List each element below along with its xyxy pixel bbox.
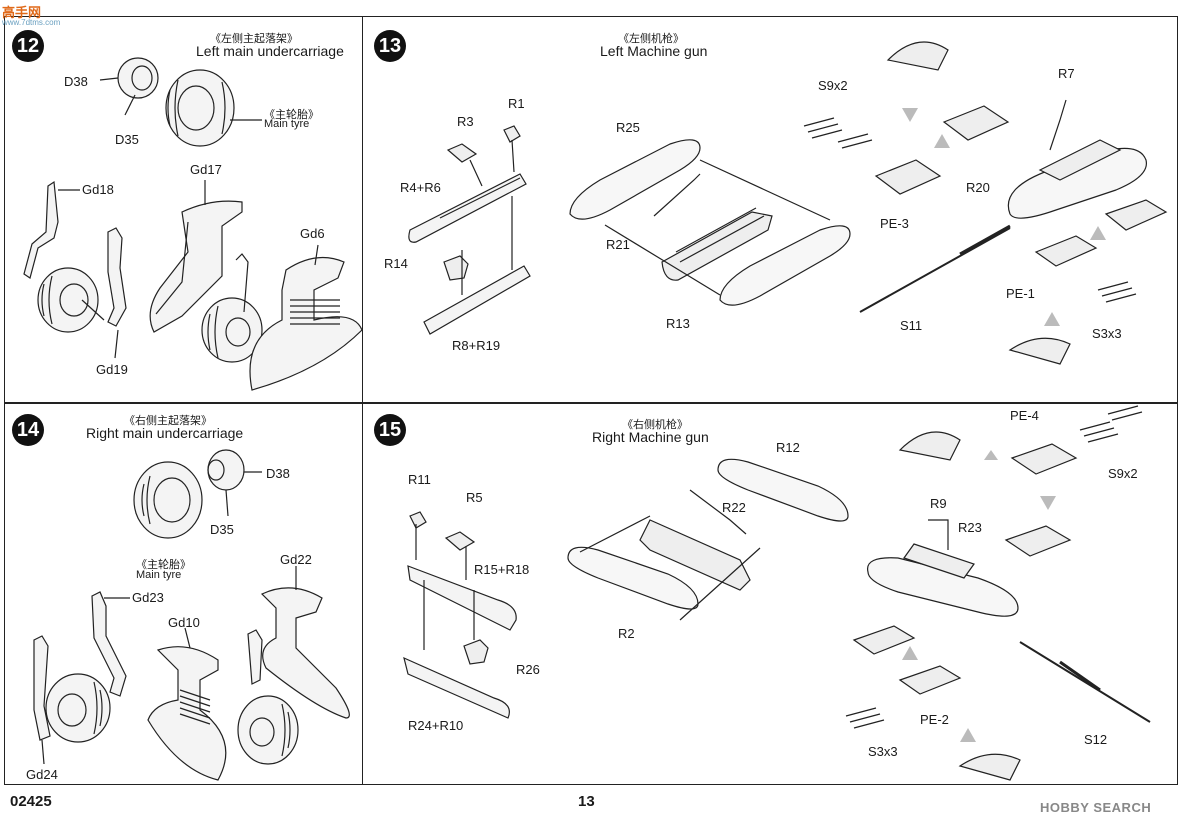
label-r1: R1 <box>508 96 525 111</box>
watermark-brand: 高手网 <box>2 5 42 20</box>
label-r8-r19: R8+R19 <box>452 338 501 353</box>
step-title-cn: 《左侧机枪》 <box>618 33 684 45</box>
label-main-tyre-cn: 《主轮胎》 <box>136 559 191 571</box>
label-r7: R7 <box>1058 66 1075 81</box>
label-r9: R9 <box>930 496 947 511</box>
label-r11: R11 <box>408 472 431 487</box>
label-r22: R22 <box>722 500 746 515</box>
divider-vertical-top <box>362 16 363 403</box>
label-r4-r6: R4+R6 <box>400 180 441 195</box>
step-title-en: Left Machine gun <box>600 43 708 59</box>
step-title-en: Right Machine gun <box>592 429 709 445</box>
label-r12: R12 <box>776 440 800 455</box>
label-gd19: Gd19 <box>96 362 128 377</box>
label-gd10: Gd10 <box>168 615 200 630</box>
label-gd22: Gd22 <box>280 552 312 567</box>
step-number-13: 13 <box>374 30 406 62</box>
label-r3: R3 <box>457 114 474 129</box>
label-r20: R20 <box>966 180 990 195</box>
step-number-15: 15 <box>374 414 406 446</box>
label-s9x2: S9x2 <box>818 78 848 93</box>
label-r13: R13 <box>666 316 690 331</box>
step-title-cn: 《右侧主起落架》 <box>124 415 212 427</box>
label-main-tyre: Main tyre <box>136 569 182 581</box>
label-s12: S12 <box>1084 732 1108 747</box>
label-gd18: Gd18 <box>82 182 114 197</box>
label-d35: D35 <box>115 132 139 147</box>
label-gd17: Gd17 <box>190 162 222 177</box>
divider-vertical-bottom <box>362 403 363 785</box>
hobby-search-logo: HOBBY SEARCH <box>1040 800 1152 815</box>
page-frame-top <box>4 16 1178 403</box>
step-title-en: Right main undercarriage <box>86 425 244 441</box>
step-title-cn: 《左侧主起落架》 <box>210 33 298 45</box>
label-r15-r18: R15+R18 <box>474 562 530 577</box>
label-r23: R23 <box>958 520 982 535</box>
label-pe-4: PE-4 <box>1010 408 1039 423</box>
product-code: 02425 <box>10 793 52 810</box>
label-pe-3: PE-3 <box>880 216 909 231</box>
label-s3x3: S3x3 <box>1092 326 1122 341</box>
label-s11: S11 <box>900 318 923 333</box>
step-title-cn: 《右侧机枪》 <box>622 419 688 431</box>
page-frame-bottom <box>4 403 1178 785</box>
label-r14: R14 <box>384 256 408 271</box>
label-r24-r10: R24+R10 <box>408 718 464 733</box>
label-gd6: Gd6 <box>300 226 325 241</box>
label-r25: R25 <box>616 120 640 135</box>
label-s3x3: S3x3 <box>868 744 898 759</box>
step-title-en: Left main undercarriage <box>196 43 344 59</box>
label-r5: R5 <box>466 490 483 505</box>
page-number: 13 <box>578 793 595 810</box>
step-number-14: 14 <box>12 414 44 446</box>
label-gd24: Gd24 <box>26 767 58 782</box>
label-d38: D38 <box>64 74 88 89</box>
label-pe-1: PE-1 <box>1006 286 1035 301</box>
label-main-tyre: Main tyre <box>264 118 310 130</box>
label-d35: D35 <box>210 522 234 537</box>
label-d38: D38 <box>266 466 290 481</box>
label-gd23: Gd23 <box>132 590 164 605</box>
label-main-tyre-cn: 《主轮胎》 <box>264 109 319 121</box>
label-r2: R2 <box>618 626 635 641</box>
label-r21: R21 <box>606 237 630 252</box>
label-s9x2: S9x2 <box>1108 466 1138 481</box>
step-number-12: 12 <box>12 30 44 62</box>
watermark-url: www.7dtms.com <box>2 18 61 27</box>
label-pe-2: PE-2 <box>920 712 949 727</box>
label-r26: R26 <box>516 662 540 677</box>
